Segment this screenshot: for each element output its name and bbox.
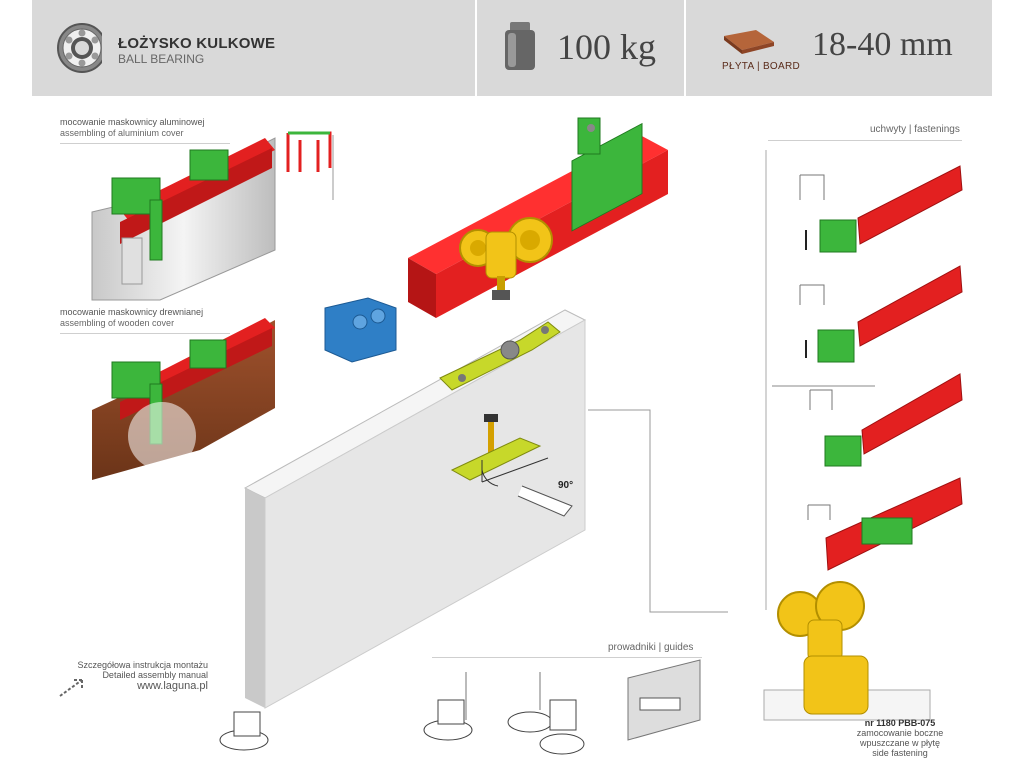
ball-bearing-icon [57,23,102,73]
board-icon [724,30,774,54]
end-stopper [324,297,397,363]
fastening-bracket-3 [772,373,963,467]
main-rail [408,117,668,318]
wooden-cover-caption: mocowanie maskownicy drewnianej assembli… [60,307,203,329]
fastening-bracket-1 [799,165,963,253]
weight-cell: 100 kg [477,0,684,96]
floor-guide [219,711,269,751]
product-block: nr 1180 PBB-075 zamocowanie boczne wpusz… [850,718,950,758]
manual-block: Szczegółowa instrukcja montażu Detailed … [66,660,208,692]
product-line-1: zamocowanie boczne [856,728,944,738]
divider [60,333,230,334]
divider [60,143,230,144]
fixing-plate [439,321,561,391]
fastenings-label: uchwyty | fastenings [870,124,960,135]
bearing-cell: ŁOŻYSKO KULKOWE BALL BEARING [32,0,475,96]
product-code: nr 1180 PBB-075 [864,718,936,728]
roller-carriage [459,217,553,300]
manual-url[interactable]: www.laguna.pl [137,680,208,692]
door-panel [243,309,587,709]
fastening-bracket-2 [799,265,963,363]
aluminium-caption-en: assembling of aluminium cover [60,128,184,138]
weight-value: 100 kg [557,27,656,67]
wooden-caption-en: assembling of wooden cover [60,318,175,328]
adjusting-bolt [450,414,573,517]
guide-3 [627,659,701,741]
guide-1 [423,672,473,741]
product-line-2: wpuszczane w płytę [859,738,941,748]
arrow-icon [59,679,83,697]
wooden-caption-pl: mocowanie maskownicy drewnianej [60,307,204,317]
guide-2 [507,672,585,755]
thickness-value: 18-40 mm [812,26,953,63]
divider [768,140,962,141]
product-line-3: side fastening [872,748,928,758]
wooden-cover-assembly [92,318,275,480]
bearing-subtitle: BALL BEARING [118,52,205,66]
bearing-title: ŁOŻYSKO KULKOWE [118,35,276,52]
side-fastening-carriage [763,581,931,721]
guides-label: prowadniki | guides [608,642,694,653]
fastening-bracket-4 [807,477,963,571]
aluminium-caption-pl: mocowanie maskownicy aluminowej [60,117,205,127]
header-bar: ŁOŻYSKO KULKOWE BALL BEARING 100 kg PŁYT… [32,0,992,96]
aluminium-cover-assembly [91,131,334,301]
weight-icon [505,22,535,70]
manual-line-pl: Szczegółowa instrukcja montażu [77,660,208,670]
aluminium-cover-caption: mocowanie maskownicy aluminowej assembli… [60,117,205,139]
divider [432,657,702,658]
manual-line-en: Detailed assembly manual [102,670,208,680]
angle-label: 90° [558,480,573,491]
board-label: PŁYTA | BOARD [722,61,801,72]
board-cell: PŁYTA | BOARD 18-40 mm [686,0,992,96]
